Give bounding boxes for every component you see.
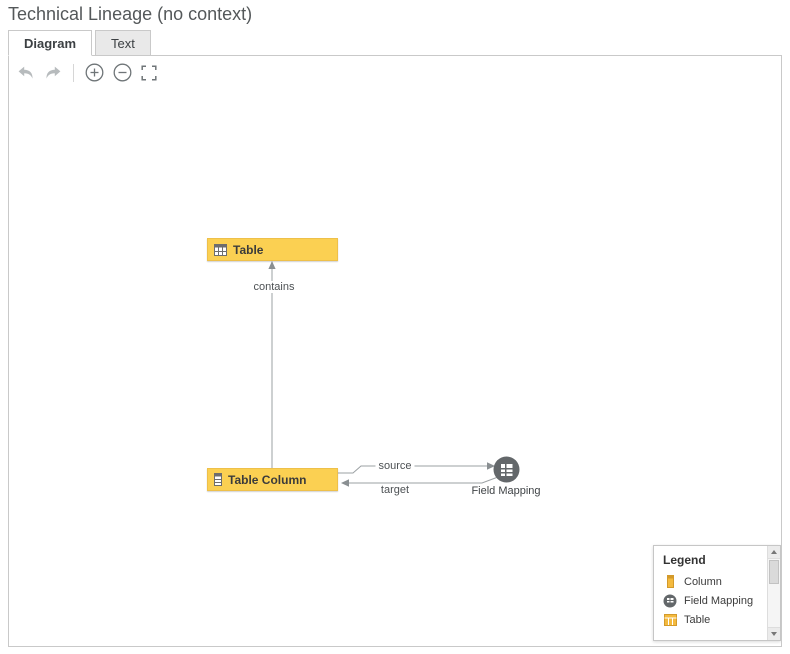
diagram-panel: contains source target Table [8,55,782,647]
node-table-column-label: Table Column [228,472,307,487]
toolbar-separator [73,63,74,82]
legend-item-label: Field Mapping [684,595,754,607]
node-table-column[interactable]: Table Column [207,468,338,491]
field-mapping-icon [493,456,520,483]
node-field-mapping-label: Field Mapping [471,485,541,497]
scroll-up-button[interactable] [768,546,780,559]
legend-item-column: Column [663,575,767,588]
tab-text-label: Text [111,35,135,51]
column-icon [663,575,677,588]
edge-label-contains: contains [250,281,298,293]
legend-item-label: Table [684,614,711,626]
scrollbar-thumb[interactable] [769,560,779,584]
undo-icon[interactable] [17,65,35,80]
legend-title: Legend [663,553,706,567]
table-icon [663,614,677,626]
node-table[interactable]: Table [207,238,338,261]
table-icon [214,243,227,256]
tab-diagram[interactable]: Diagram [8,30,93,56]
zoom-out-icon[interactable] [113,63,132,82]
fit-screen-icon[interactable] [141,64,157,81]
redo-icon[interactable] [44,65,62,80]
column-icon [214,473,222,486]
legend-item-field-mapping: Field Mapping [663,594,767,608]
legend: Legend Column [653,545,781,641]
edge-label-source: source [375,460,415,472]
node-field-mapping[interactable] [493,456,520,483]
edge-label-target: target [377,484,413,496]
page-title: Technical Lineage (no context) [8,4,253,24]
zoom-in-icon[interactable] [85,63,104,82]
diagram-toolbar [17,63,157,82]
legend-item-label: Column [684,575,722,588]
legend-body: Legend Column [654,546,767,640]
tab-text[interactable]: Text [95,30,151,56]
node-table-label: Table [233,242,264,257]
legend-item-table: Table [663,614,767,626]
tab-bar: Diagram Text [8,30,782,56]
tab-diagram-label: Diagram [24,35,77,51]
scroll-down-button[interactable] [768,627,780,640]
legend-scrollbar[interactable] [767,546,780,640]
field-mapping-icon [663,594,677,608]
diagram-canvas[interactable]: contains source target Table [9,56,781,646]
